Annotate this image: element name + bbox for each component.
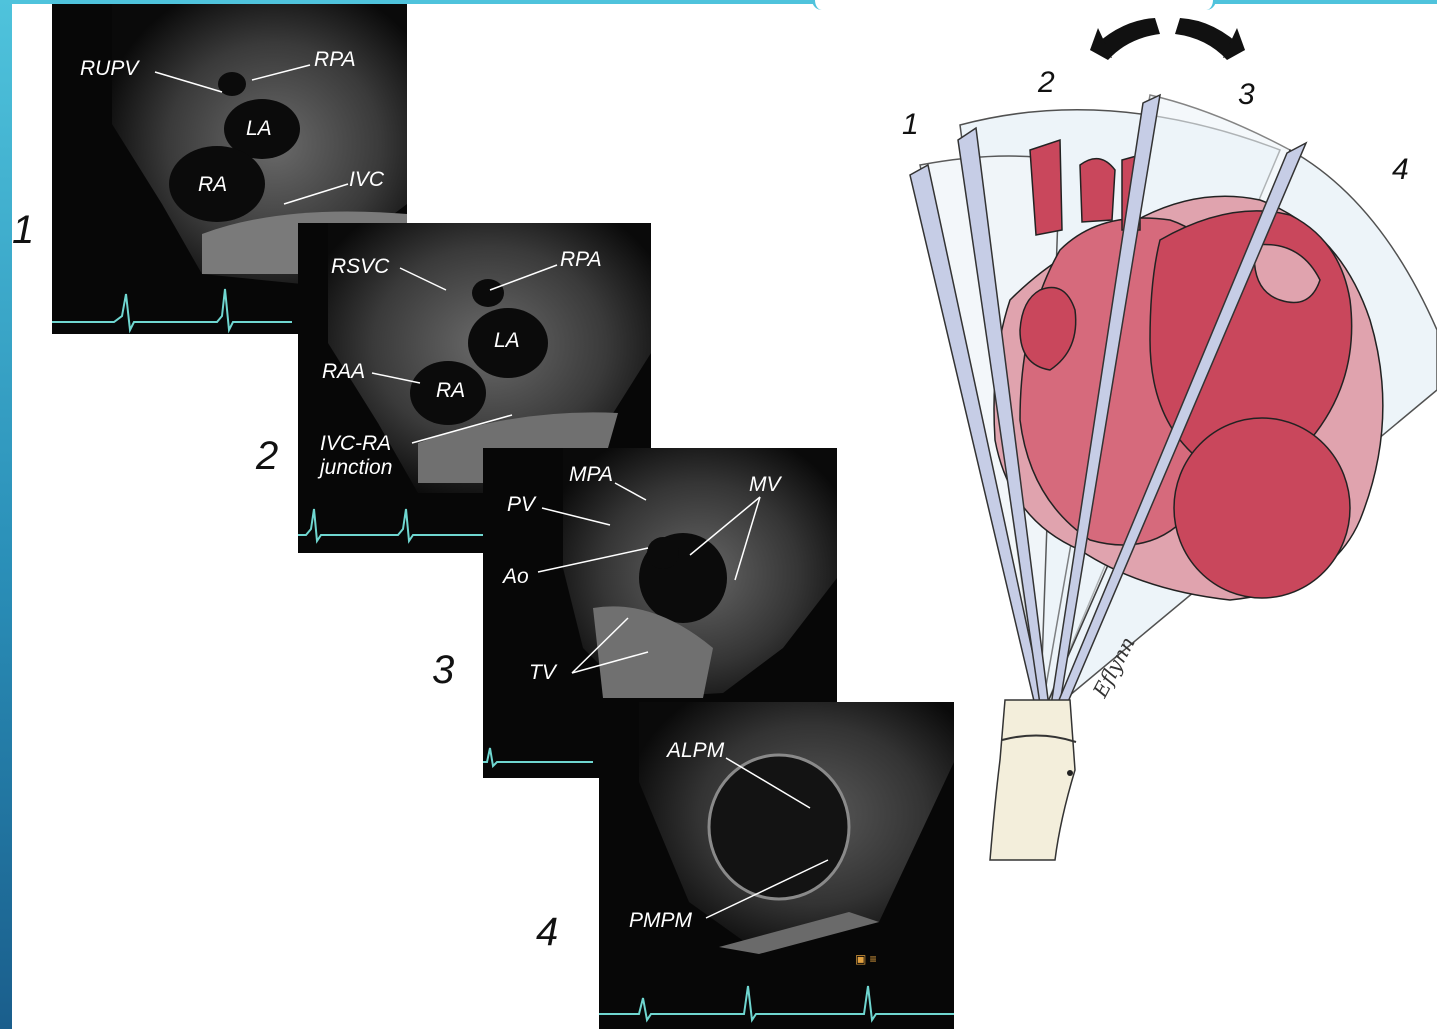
plane-number-1: 1 — [902, 110, 919, 140]
label-la: LA — [246, 118, 272, 139]
heart-illustration — [994, 140, 1383, 600]
plane-number-4: 4 — [1392, 155, 1409, 185]
ecg-trace-1 — [52, 289, 292, 330]
label-ivc: IVC — [349, 169, 384, 190]
label-raa: RAA — [322, 361, 365, 382]
label-alpm: ALPM — [667, 740, 724, 761]
imaging-sectors — [920, 95, 1437, 720]
scanner-indicator-icon: ▣ ≡ — [855, 953, 879, 965]
label-pv: PV — [507, 494, 535, 515]
ultrasound-probe — [990, 700, 1076, 860]
panel-number-1: 1 — [12, 210, 34, 250]
probe-planes — [910, 95, 1306, 718]
plane-number-3: 3 — [1238, 80, 1255, 110]
label-rpa: RPA — [314, 49, 356, 70]
panel-number-2: 2 — [256, 436, 278, 476]
slide-left-border — [0, 0, 12, 1029]
label-rupv: RUPV — [80, 58, 138, 79]
plane-number-2: 2 — [1038, 68, 1055, 98]
ecg-trace-3 — [483, 748, 593, 766]
label-rsvc: RSVC — [331, 256, 389, 277]
panel-number-4: 4 — [536, 912, 558, 952]
artist-signature: Eflynn — [1088, 633, 1140, 702]
label-ivc-ra: IVC-RA — [320, 433, 391, 455]
ecg-trace-4 — [599, 986, 954, 1020]
echo-image-4 — [599, 702, 954, 1029]
slide-top-notch — [812, 0, 1216, 10]
label-rpa-2: RPA — [560, 249, 602, 270]
label-la-2: LA — [494, 330, 520, 351]
label-ra-2: RA — [436, 380, 465, 401]
rotation-arrows-icon — [1090, 18, 1245, 60]
echo-panel-4: ALPM PMPM — [599, 702, 954, 1029]
label-mv: MV — [749, 474, 781, 495]
label-tv: TV — [529, 662, 556, 683]
label-pmpm: PMPM — [629, 910, 692, 931]
label-ao: Ao — [503, 566, 529, 587]
panel-number-3: 3 — [432, 650, 454, 690]
label-junction: junction — [320, 457, 392, 479]
label-ra: RA — [198, 174, 227, 195]
ecg-trace-2 — [298, 509, 498, 541]
label-mpa: MPA — [569, 464, 613, 485]
